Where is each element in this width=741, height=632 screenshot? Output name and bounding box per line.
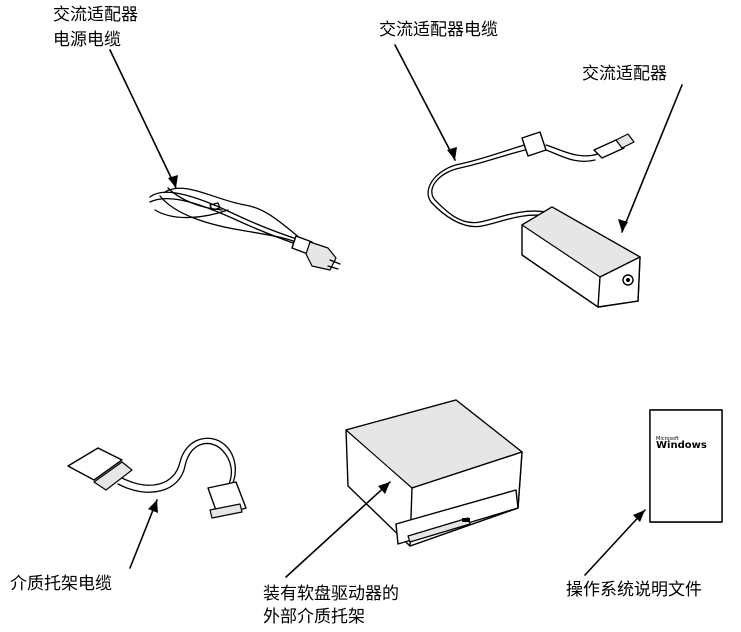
ac-adapter-cable-label: 交流适配器电缆 [379, 20, 498, 40]
ac-power-cable-illustration [149, 187, 341, 271]
windows-book-illustration: Microsoft Windows [649, 409, 723, 523]
external-media-bay-illustration [345, 399, 523, 547]
ac-adapter-label: 交流适配器 [582, 64, 667, 84]
external-media-bay-pointer [285, 481, 391, 578]
media-bay-cable-pointer [129, 499, 158, 569]
ac-power-cable-pointer [109, 49, 177, 189]
windows-brand-small: Microsoft [656, 436, 679, 442]
ac-adapter-cable-illustration [427, 131, 635, 228]
windows-brand-large: Windows [656, 440, 707, 451]
ac-adapter-pointer [621, 84, 683, 233]
os-documentation-pointer [584, 509, 646, 576]
external-media-bay-label-line2: 外部介质托架 [263, 607, 365, 627]
ac-adapter-cable-pointer [394, 44, 456, 161]
ac-power-cable-label-line2: 电源电缆 [53, 30, 121, 50]
ac-adapter-illustration [521, 206, 641, 308]
media-bay-cable-illustration [67, 437, 247, 519]
ac-power-cable-label-line1: 交流适配器 [53, 5, 138, 25]
os-documentation-label: 操作系统说明文件 [566, 580, 702, 600]
external-media-bay-label-line1: 装有软盘驱动器的 [263, 584, 399, 604]
media-bay-cable-label: 介质托架电缆 [10, 574, 112, 594]
